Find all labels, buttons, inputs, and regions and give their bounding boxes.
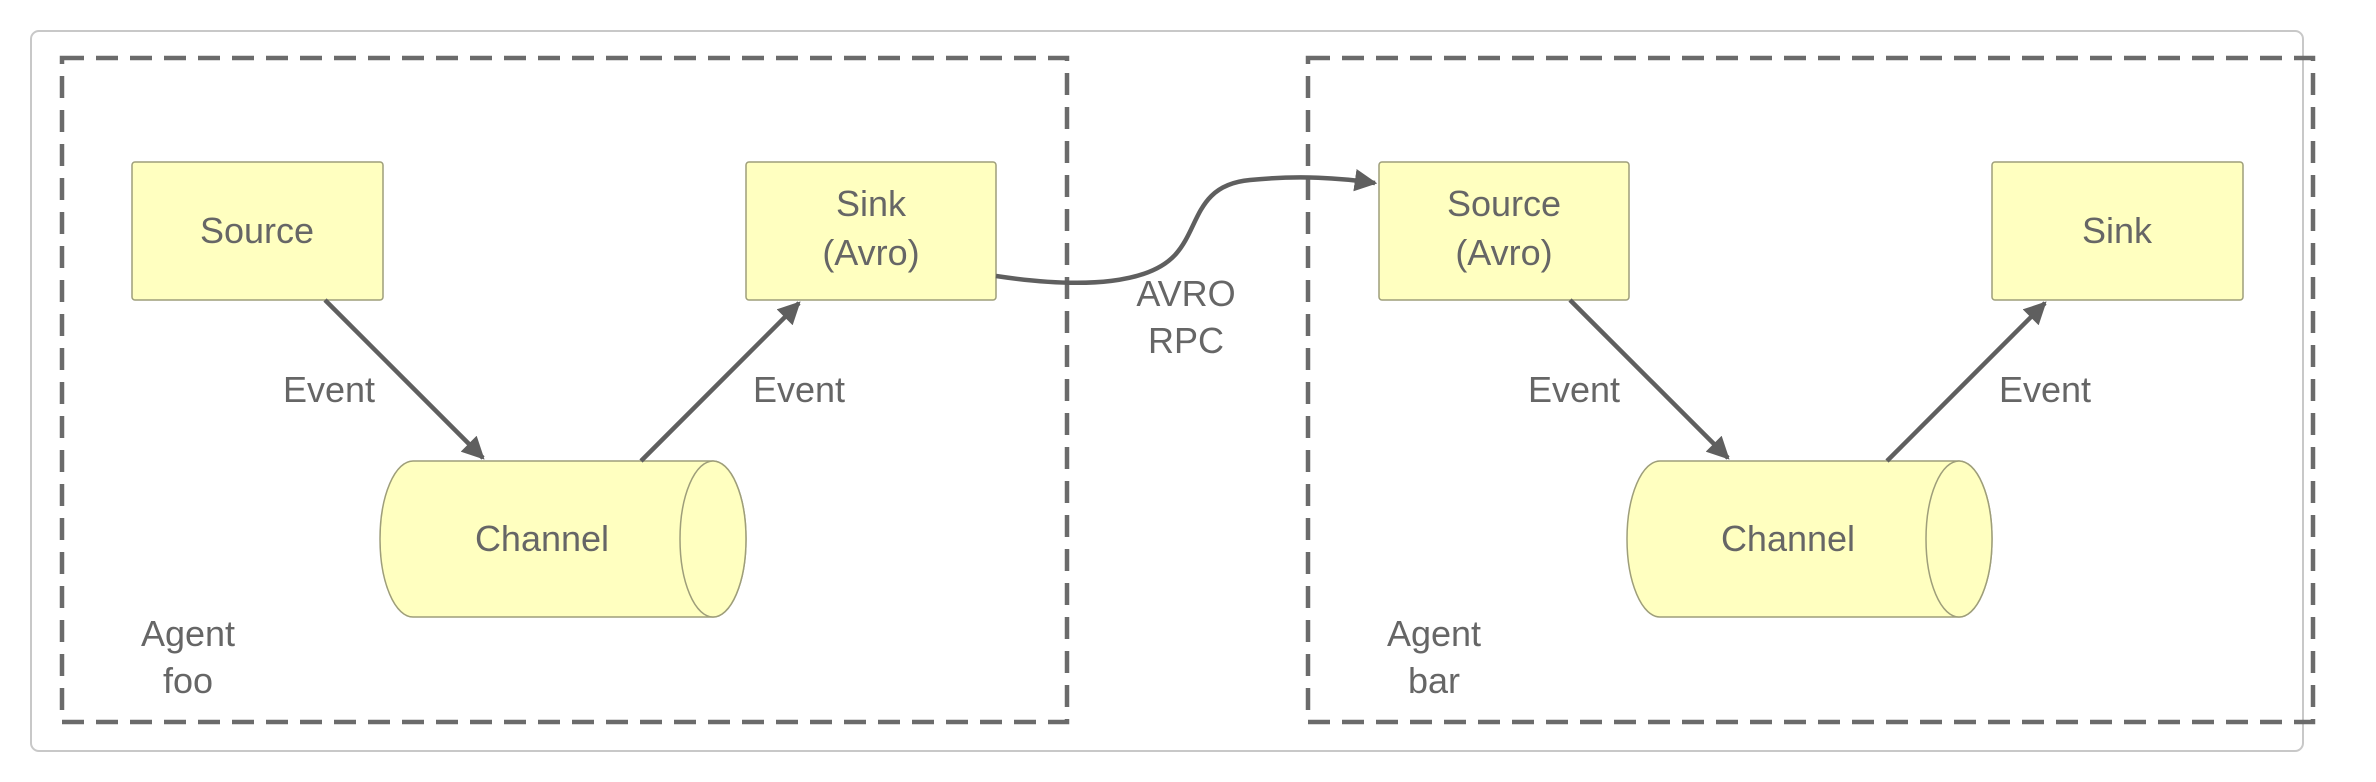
foo-channel-node: Channel: [379, 460, 747, 618]
agent-bar: Source (Avro) Sink Channel Event Event A…: [1305, 55, 2316, 725]
bar-source-label-line2: (Avro): [1455, 232, 1552, 273]
foo-sink-label-line1: Sink: [836, 183, 907, 224]
agent-bar-label-line1: Agent: [1387, 613, 1481, 654]
bar-source-label-line1: Source: [1447, 183, 1561, 224]
foo-sink-node: Sink (Avro): [745, 161, 997, 301]
foo-edge-source-to-channel: [323, 298, 485, 460]
agent-foo-frame: [59, 55, 1070, 725]
foo-edge-channel-to-sink: [639, 301, 801, 463]
avro-rpc-label-line1: AVRO: [1136, 273, 1235, 314]
agent-foo: Source Sink (Avro) Channel Event Event A…: [59, 55, 1070, 725]
bar-edge-channel-to-sink: [1885, 301, 2047, 463]
bar-edge-source-channel-label: Event: [1528, 369, 1620, 410]
bar-channel-node: Channel: [1626, 460, 1993, 618]
avro-rpc-link-edge: [995, 169, 1378, 285]
agent-foo-label-line2: foo: [163, 660, 213, 701]
agent-foo-label-line1: Agent: [141, 613, 235, 654]
foo-source-node: Source: [131, 161, 384, 301]
bar-sink-label: Sink: [2082, 210, 2153, 251]
foo-edge-channel-sink-label: Event: [753, 369, 845, 410]
foo-source-label: Source: [200, 210, 314, 251]
agent-bar-label-line2: bar: [1408, 660, 1460, 701]
bar-sink-node: Sink: [1991, 161, 2244, 301]
avro-rpc-label-line2: RPC: [1148, 320, 1224, 361]
foo-channel-label: Channel: [475, 518, 609, 559]
bar-edge-channel-sink-label: Event: [1999, 369, 2091, 410]
bar-source-node: Source (Avro): [1378, 161, 1630, 301]
foo-sink-label-line2: (Avro): [822, 232, 919, 273]
agent-bar-frame: [1305, 55, 2316, 725]
foo-edge-source-channel-label: Event: [283, 369, 375, 410]
bar-edge-source-to-channel: [1568, 298, 1730, 460]
bar-channel-label: Channel: [1721, 518, 1855, 559]
